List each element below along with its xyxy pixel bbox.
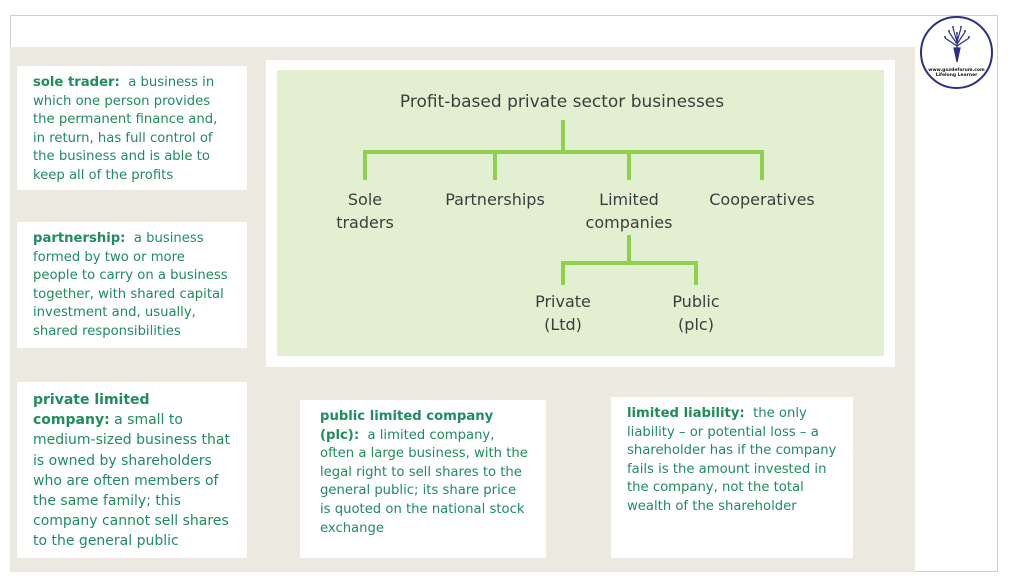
diagram-title: Profit-based private sector businesses (399, 92, 725, 112)
definition-sole-trader: sole trader: a business in which one per… (17, 66, 247, 190)
connector-line (561, 120, 565, 152)
connector-line (363, 150, 763, 154)
node-limited-companies: Limited companies (585, 190, 673, 232)
connector-line (627, 150, 631, 180)
logo-url: www.gozdeforum.com (928, 68, 985, 73)
definition-text: the only liability – or potential loss –… (627, 406, 837, 514)
term: private limited company: (33, 392, 150, 429)
definition-text: a small to medium-sized business that is… (33, 412, 230, 550)
term: sole trader: (33, 75, 120, 90)
logo-tagline: Lifelong Learner (935, 73, 978, 78)
diagram-panel: Profit-based private sector businesses S… (277, 70, 884, 356)
term: partnership: (33, 231, 126, 246)
connector-line (561, 261, 697, 265)
definition-partnership: partnership: a business formed by two or… (17, 222, 247, 348)
term: public limited company (plc): (320, 409, 494, 443)
definition-text: a business in which one person provides … (33, 75, 218, 183)
connector-line (627, 235, 631, 263)
connector-line (561, 261, 565, 285)
business-types-diagram: Profit-based private sector businesses S… (266, 60, 895, 367)
definition-limited-liability: limited liability: the only liability – … (611, 397, 853, 558)
connector-line (760, 150, 764, 180)
node-public-plc: Public (plc) (672, 292, 720, 334)
logo: www.gozdeforum.com Lifelong Learner (920, 16, 993, 89)
connector-line (694, 261, 698, 285)
definition-text: a limited company, often a large busines… (320, 427, 528, 536)
term: limited liability: (627, 406, 745, 421)
node-partnerships: Partnerships (445, 190, 545, 209)
definition-public-limited-company: public limited company (plc): a limited … (300, 400, 546, 558)
pencil-tree-icon (943, 26, 970, 63)
node-sole-traders: Sole traders (336, 190, 394, 232)
definition-text: a business formed by two or more people … (33, 231, 228, 339)
connector-line (493, 150, 497, 180)
definition-private-limited-company: private limited company: a small to medi… (17, 382, 247, 558)
node-private-ltd: Private (Ltd) (535, 292, 591, 334)
node-cooperatives: Cooperatives (709, 190, 815, 209)
connector-line (363, 150, 367, 180)
